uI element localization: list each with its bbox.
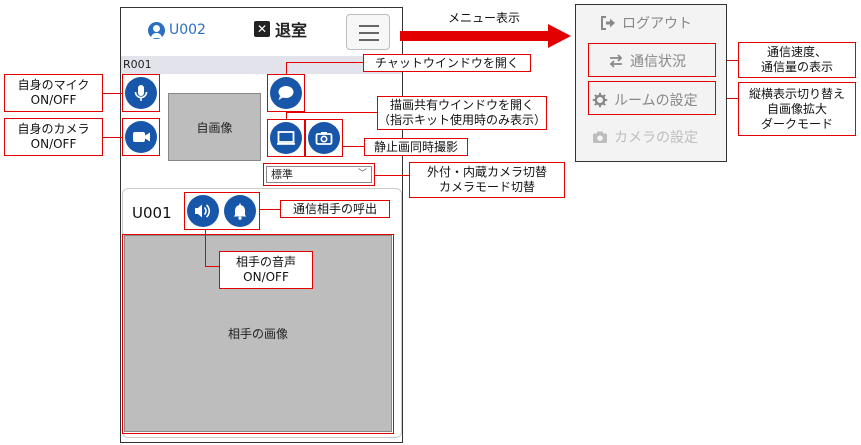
menu-display-label: メニュー表示 xyxy=(448,11,521,25)
callout-line xyxy=(205,230,206,266)
peer-video-label: 相手の画像 xyxy=(227,327,288,341)
video-camera-icon xyxy=(133,132,150,142)
self-video-label: 自画像 xyxy=(196,120,233,135)
camera-mode-value: 標準 xyxy=(271,168,293,181)
user-badge: U002 xyxy=(148,19,206,41)
draw-share-button[interactable] xyxy=(270,122,302,154)
camera-icon xyxy=(593,131,607,143)
room-settings-highlight xyxy=(588,81,716,115)
hamburger-icon xyxy=(359,25,379,27)
callout-line xyxy=(286,62,364,63)
menu-item-logout[interactable]: ログアウト xyxy=(600,13,692,33)
call-peer-button[interactable] xyxy=(224,195,256,227)
user-id: U002 xyxy=(169,22,206,38)
menu-item-camera-settings[interactable]: カメラの設定 xyxy=(592,127,698,147)
menu-button[interactable] xyxy=(346,14,390,50)
callout-line xyxy=(286,62,287,75)
callout-camera-switch: 外付・内蔵カメラ切替 カメラモード切替 xyxy=(409,162,565,198)
room-id: R001 xyxy=(121,56,402,74)
callout-snapshot: 静止画同時撮影 xyxy=(364,138,468,156)
close-square-icon: ✕ xyxy=(254,21,270,37)
chat-button[interactable] xyxy=(270,77,302,109)
callout-camera: 自身のカメラ ON/OFF xyxy=(4,118,103,156)
peer-buttons-highlight xyxy=(184,192,260,230)
menu-item-room-settings[interactable]: ルームの設定 xyxy=(592,90,698,110)
camera-mode-select[interactable]: 標準 ﹀ xyxy=(266,166,372,183)
callout-line xyxy=(103,93,123,94)
monitor-icon xyxy=(277,131,295,145)
gear-icon xyxy=(592,92,608,108)
microphone-icon xyxy=(134,85,148,101)
callout-line xyxy=(343,146,365,147)
callout-line xyxy=(286,112,287,120)
callout-line xyxy=(716,60,738,61)
callout-line xyxy=(103,137,123,138)
exit-label: 退室 xyxy=(275,21,308,40)
exit-button[interactable]: ✕ 退室 xyxy=(254,18,307,40)
peer-audio-toggle-button[interactable] xyxy=(187,195,219,227)
camera-icon xyxy=(315,132,333,145)
user-circle-icon xyxy=(148,21,165,39)
callout-peer-audio: 相手の音声 ON/OFF xyxy=(219,251,313,289)
callout-line xyxy=(375,175,409,176)
camera-toggle-button[interactable] xyxy=(125,121,157,153)
callout-draw: 描画共有ウインドウを開く （指示キット使用時のみ表示） xyxy=(377,96,547,130)
callout-room-settings: 縦横表示切り替え 自画像拡大 ダークモード xyxy=(738,82,856,136)
snapshot-highlight xyxy=(305,119,343,157)
comm-status-highlight xyxy=(588,43,716,77)
menu-item-comm-status[interactable]: 通信状況 xyxy=(608,51,686,71)
callout-line xyxy=(716,98,738,99)
callout-line xyxy=(205,266,219,267)
callout-comm-status: 通信速度、 通信量の表示 xyxy=(738,42,856,78)
chat-bubble-icon xyxy=(278,86,294,100)
speaker-icon xyxy=(195,204,211,218)
arrow-right-icon xyxy=(400,24,571,48)
callout-line xyxy=(286,112,378,113)
snapshot-button[interactable] xyxy=(308,122,340,154)
mic-toggle-button[interactable] xyxy=(125,77,157,109)
self-video: 自画像 xyxy=(168,93,261,161)
callout-mic: 自身のマイク ON/OFF xyxy=(4,74,103,112)
sign-out-icon xyxy=(601,16,615,30)
menu-panel: ログアウト 通信状況 ルームの設定 カメラの設定 xyxy=(575,4,727,162)
peer-id: U001 xyxy=(132,204,172,222)
peer-video-highlight xyxy=(122,234,394,434)
callout-line xyxy=(260,209,280,210)
chevron-down-icon: ﹀ xyxy=(357,169,367,179)
bell-icon xyxy=(233,203,247,220)
callout-call-peer: 通信相手の呼出 xyxy=(280,200,390,218)
swap-arrows-icon xyxy=(609,54,623,68)
quality-highlight xyxy=(263,163,375,186)
callout-chat: チャットウインドウを開く xyxy=(363,54,531,72)
